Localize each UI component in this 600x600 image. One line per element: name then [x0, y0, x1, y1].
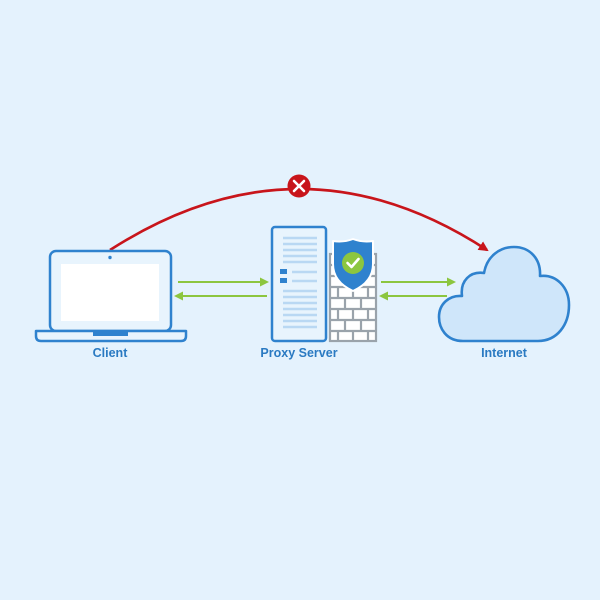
proxy-server-label: Proxy Server — [260, 346, 338, 360]
proxy-internet-arrows — [379, 277, 456, 301]
client-label: Client — [92, 346, 128, 360]
cloud-icon — [437, 245, 571, 343]
internet-label: Internet — [481, 346, 527, 360]
laptop-icon — [34, 249, 188, 343]
x-circle-icon — [287, 174, 311, 198]
server-icon — [270, 225, 328, 343]
blocked-connection — [109, 174, 489, 252]
shield-check-icon — [332, 238, 374, 292]
client-proxy-arrows — [174, 277, 269, 301]
